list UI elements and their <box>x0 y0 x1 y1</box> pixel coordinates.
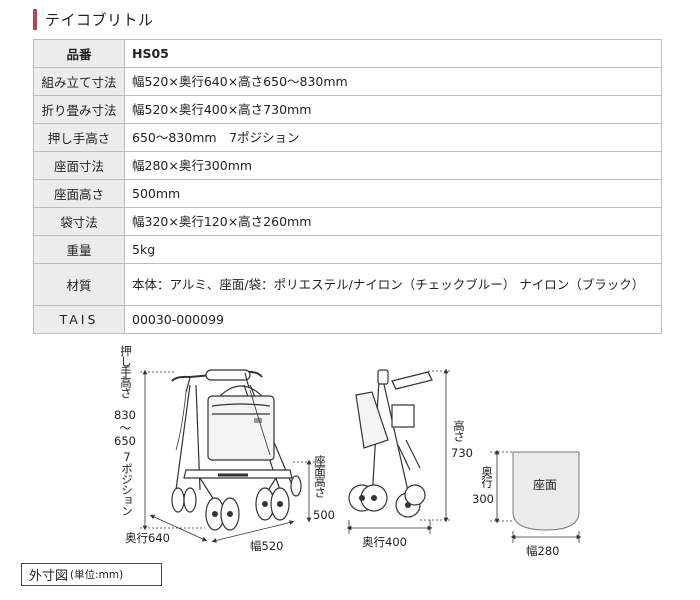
title-text: テイコブリトル <box>45 10 154 29</box>
spec-table: 品番 HS05 組み立て寸法 幅520×奥行640×高さ650〜830mm 折り… <box>33 39 662 334</box>
caption-main: 外寸図 <box>29 569 69 584</box>
folded-height-value: 730 <box>451 446 473 460</box>
spec-label: TAIS <box>33 305 125 334</box>
seat-depth-value: 300 <box>472 492 494 506</box>
table-row: 押し手高さ 650〜830mm 7ポジション <box>33 123 662 152</box>
walker-folded-illustration <box>348 369 433 518</box>
spec-label: 材質 <box>33 263 125 306</box>
table-row: 品番 HS05 <box>33 39 662 68</box>
folded-height-label: 高さ <box>452 420 466 441</box>
spec-label: 重量 <box>33 235 125 264</box>
seat-height-value: 500 <box>313 508 335 522</box>
push-height-label: 押し手高さ <box>119 345 133 398</box>
front-dimension-lines <box>140 369 316 543</box>
caption-unit: (単位:mm) <box>70 569 124 581</box>
push-height-positions: 7ポジション <box>120 450 134 516</box>
seat-depth-label: 奥行 <box>480 466 494 487</box>
page-title: テイコブリトル <box>33 8 154 30</box>
folded-depth-label: 奥行400 <box>362 535 407 549</box>
table-row: TAIS 00030-000099 <box>33 305 662 334</box>
spec-value: 00030-000099 <box>124 305 662 334</box>
spec-label: 折り畳み寸法 <box>33 95 125 124</box>
width-label: 幅520 <box>250 539 284 553</box>
table-row: 折り畳み寸法 幅520×奥行400×高さ730mm <box>33 95 662 124</box>
spec-value: 5kg <box>124 235 662 264</box>
spec-label: 座面寸法 <box>33 151 125 180</box>
folded-dimension-lines <box>346 368 452 534</box>
table-row: 座面高さ 500mm <box>33 179 662 208</box>
push-height-range: 830 〜 650 <box>114 408 136 448</box>
spec-value: 幅520×奥行400×高さ730mm <box>124 95 662 124</box>
spec-value: 650〜830mm 7ポジション <box>124 123 662 152</box>
table-row: 材質 本体：アルミ、座面/袋：ポリエステル/ナイロン（チェックブルー） ナイロン… <box>33 263 662 306</box>
spec-value: 本体：アルミ、座面/袋：ポリエステル/ナイロン（チェックブルー） ナイロン（ブラ… <box>124 263 662 306</box>
spec-label: 座面高さ <box>33 179 125 208</box>
seat-width-label: 幅280 <box>526 544 560 558</box>
spec-label: 組み立て寸法 <box>33 67 125 96</box>
seat-height-label: 座面高さ <box>313 455 327 497</box>
spec-label: 品番 <box>33 39 125 68</box>
table-row: 組み立て寸法 幅520×奥行640×高さ650〜830mm <box>33 67 662 96</box>
spec-value: 幅280×奥行300mm <box>124 151 662 180</box>
table-row: 袋寸法 幅320×奥行120×高さ260mm <box>33 207 662 236</box>
seat-label: 座面 <box>533 478 558 492</box>
spec-value: HS05 <box>124 39 662 68</box>
table-row: 座面寸法 幅280×奥行300mm <box>33 151 662 180</box>
walker-front-illustration <box>171 369 302 531</box>
seat-dimension-lines <box>490 449 582 543</box>
title-accent-bar <box>33 8 37 30</box>
depth-open-label: 奥行640 <box>125 531 170 545</box>
spec-value: 幅520×奥行640×高さ650〜830mm <box>124 67 662 96</box>
seat-shape <box>512 451 580 531</box>
table-row: 重量 5kg <box>33 235 662 264</box>
diagram-caption: 外寸図 (単位:mm) <box>21 563 162 586</box>
spec-label: 袋寸法 <box>33 207 125 236</box>
spec-value: 幅320×奥行120×高さ260mm <box>124 207 662 236</box>
